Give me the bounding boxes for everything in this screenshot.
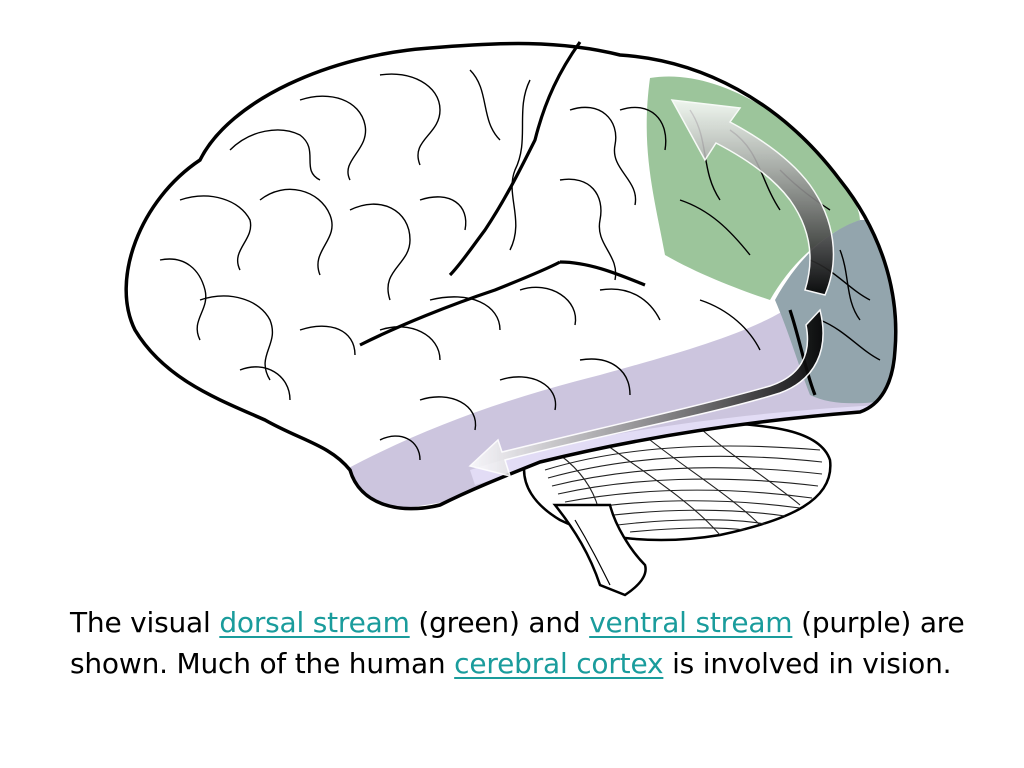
caption-text-3: (purple) are shown. Much of the human xyxy=(70,606,965,680)
major-sulci xyxy=(359,41,817,396)
ventral-stream-link[interactable]: ventral stream xyxy=(589,606,793,639)
brain-diagram xyxy=(124,41,898,597)
dorsal-stream-arrow xyxy=(670,99,835,296)
ventral-stream-arrow xyxy=(468,308,824,478)
brain-stem xyxy=(552,503,647,597)
caption-text-2: (green) and xyxy=(409,606,590,639)
caption-text-1: The visual xyxy=(70,606,220,639)
dorsal-stream-link[interactable]: dorsal stream xyxy=(219,606,410,639)
caption-text-4: is involved in vision. xyxy=(663,647,952,680)
cerebral-cortex-link[interactable]: cerebral cortex xyxy=(454,647,664,680)
figure-caption: The visual dorsal stream (green) and ven… xyxy=(70,602,970,684)
